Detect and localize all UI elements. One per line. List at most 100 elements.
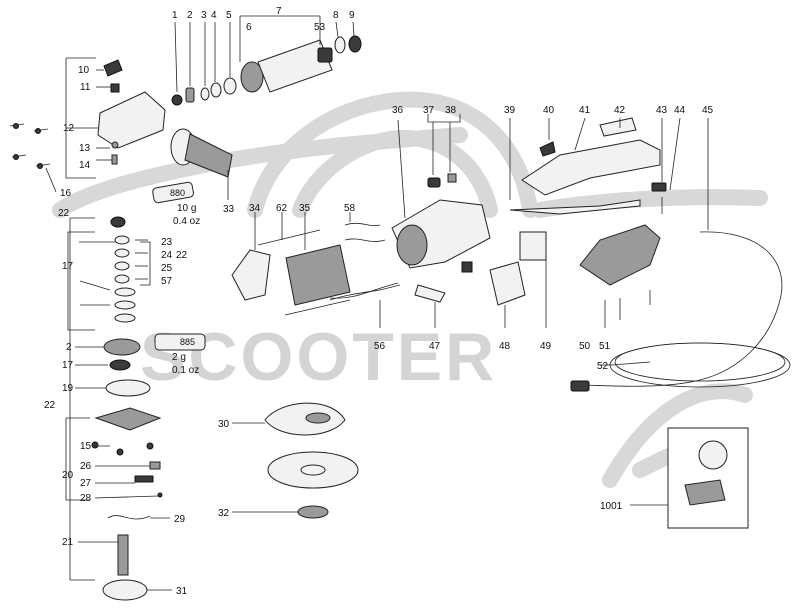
pin-14 bbox=[111, 154, 118, 165]
callout-34: 34 bbox=[249, 203, 261, 214]
watermark: SCOOTER bbox=[52, 91, 768, 488]
callout-22-top: 22 bbox=[58, 208, 70, 219]
callout-41: 41 bbox=[579, 105, 591, 116]
callout-22-left: 22 bbox=[44, 400, 56, 411]
armature bbox=[257, 39, 333, 93]
callout-50: 50 bbox=[579, 341, 591, 352]
callout-15: 15 bbox=[80, 441, 92, 452]
switch-parts bbox=[329, 114, 547, 328]
fan-baffle-34 bbox=[231, 249, 271, 301]
callout-45: 45 bbox=[702, 105, 714, 116]
callout-53: 53 bbox=[314, 22, 326, 33]
rear-cover-50 bbox=[579, 224, 661, 286]
callout-8: 8 bbox=[333, 10, 339, 21]
part-56a bbox=[461, 261, 473, 273]
o-ring-19 bbox=[105, 379, 151, 397]
gear-housing bbox=[97, 91, 166, 149]
callout-30: 30 bbox=[218, 419, 230, 430]
flange-31 bbox=[102, 579, 148, 601]
handle-shell-41 bbox=[521, 139, 661, 196]
disc bbox=[267, 451, 359, 489]
spindle-21 bbox=[117, 534, 129, 576]
callout-6: 6 bbox=[246, 22, 252, 33]
callout-3: 3 bbox=[201, 10, 207, 21]
callout-42: 42 bbox=[614, 105, 626, 116]
handle-group bbox=[509, 117, 709, 328]
callout-23: 23 bbox=[161, 237, 173, 248]
callout-57: 57 bbox=[161, 276, 173, 287]
callout-24: 24 bbox=[161, 250, 173, 261]
side-handle bbox=[170, 128, 233, 200]
callout-21: 21 bbox=[62, 537, 74, 548]
part-37 bbox=[427, 177, 441, 188]
part-43 bbox=[651, 182, 667, 192]
callout-33: 33 bbox=[223, 204, 235, 215]
switch-rod-39 bbox=[509, 199, 641, 215]
callout-labels: 1 2 3 4 5 6 7 53 8 9 10 11 12 13 14 16 3… bbox=[44, 6, 714, 597]
callout-49: 49 bbox=[540, 341, 552, 352]
tube-885-amount: 2 g bbox=[172, 352, 186, 363]
callout-36: 36 bbox=[392, 105, 404, 116]
callout-16: 16 bbox=[60, 188, 72, 199]
callout-39: 39 bbox=[504, 105, 516, 116]
callout-27: 27 bbox=[80, 478, 92, 489]
callout-11: 11 bbox=[80, 82, 91, 93]
callout-31: 31 bbox=[176, 586, 188, 597]
tube-885-amount-alt: 0.1 oz bbox=[172, 365, 199, 376]
callout-28: 28 bbox=[80, 493, 92, 504]
callout-47: 47 bbox=[429, 341, 441, 352]
callout-40: 40 bbox=[543, 105, 555, 116]
insulation-47 bbox=[414, 284, 446, 303]
callout-43: 43 bbox=[656, 105, 668, 116]
callout-58: 58 bbox=[344, 203, 356, 214]
tube-885-label: 885 bbox=[180, 337, 195, 347]
spindle-lock-button bbox=[103, 59, 123, 77]
callout-22-mid: 22 bbox=[176, 250, 188, 261]
spring bbox=[110, 83, 120, 93]
power-cord-52 bbox=[570, 231, 791, 392]
callout-19: 19 bbox=[62, 383, 74, 394]
callout-48: 48 bbox=[499, 341, 511, 352]
callout-35: 35 bbox=[299, 203, 311, 214]
callout-9: 9 bbox=[349, 10, 355, 21]
callout-56: 56 bbox=[374, 341, 386, 352]
callout-26: 26 bbox=[80, 461, 92, 472]
part-27 bbox=[134, 475, 154, 483]
screws-16 bbox=[9, 123, 51, 169]
callout-1001: 1001 bbox=[600, 501, 623, 512]
callout-25: 25 bbox=[161, 263, 173, 274]
callout-38: 38 bbox=[445, 105, 457, 116]
module-49 bbox=[519, 231, 547, 261]
gear-housing-group bbox=[9, 57, 166, 179]
callout-37: 37 bbox=[423, 105, 435, 116]
tube-880-amount: 10 g bbox=[177, 203, 196, 214]
tube-880-amount-alt: 0.4 oz bbox=[173, 216, 200, 227]
washer-13 bbox=[111, 141, 119, 149]
grease-tube-885: 885 2 g 0.1 oz bbox=[154, 333, 206, 376]
callout-51: 51 bbox=[599, 341, 611, 352]
callout-5: 5 bbox=[226, 10, 232, 21]
tube-880-label: 880 bbox=[170, 188, 185, 198]
callout-62: 62 bbox=[276, 203, 288, 214]
callout-20: 20 bbox=[62, 470, 74, 481]
callout-32: 32 bbox=[218, 508, 230, 519]
gear-stack bbox=[65, 216, 163, 601]
clamping-nut-32 bbox=[232, 505, 329, 519]
fan-wheel bbox=[240, 61, 264, 93]
callout-7: 7 bbox=[276, 6, 282, 17]
bearing-flange-20 bbox=[94, 407, 162, 431]
callout-29: 29 bbox=[174, 514, 186, 525]
grease-tube-880: 880 10 g 0.4 oz bbox=[152, 181, 200, 227]
callout-17-top: 17 bbox=[62, 261, 74, 272]
callout-10: 10 bbox=[78, 65, 90, 76]
callout-13: 13 bbox=[79, 143, 91, 154]
part-26 bbox=[149, 461, 161, 470]
callout-44: 44 bbox=[674, 105, 686, 116]
callout-2: 2 bbox=[187, 10, 193, 21]
motor-housing-36 bbox=[391, 119, 491, 269]
nut-1 bbox=[171, 94, 183, 106]
commutator bbox=[317, 47, 333, 63]
stator-group bbox=[231, 212, 401, 316]
callout-4: 4 bbox=[211, 10, 217, 21]
